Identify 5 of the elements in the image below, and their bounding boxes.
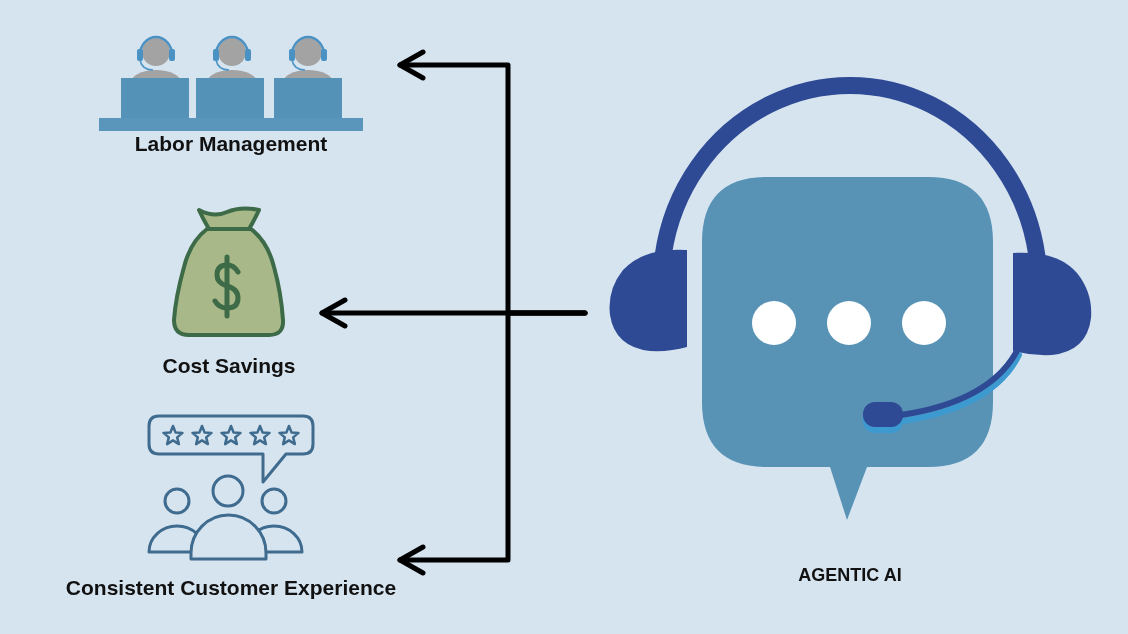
caption-text: Labor Management <box>134 132 328 156</box>
caption-text: AGENTIC AI <box>798 564 902 587</box>
arrow <box>397 310 588 576</box>
caption-text: Cost Savings <box>162 354 296 378</box>
caption-text: Consistent Customer Experience <box>65 576 397 600</box>
